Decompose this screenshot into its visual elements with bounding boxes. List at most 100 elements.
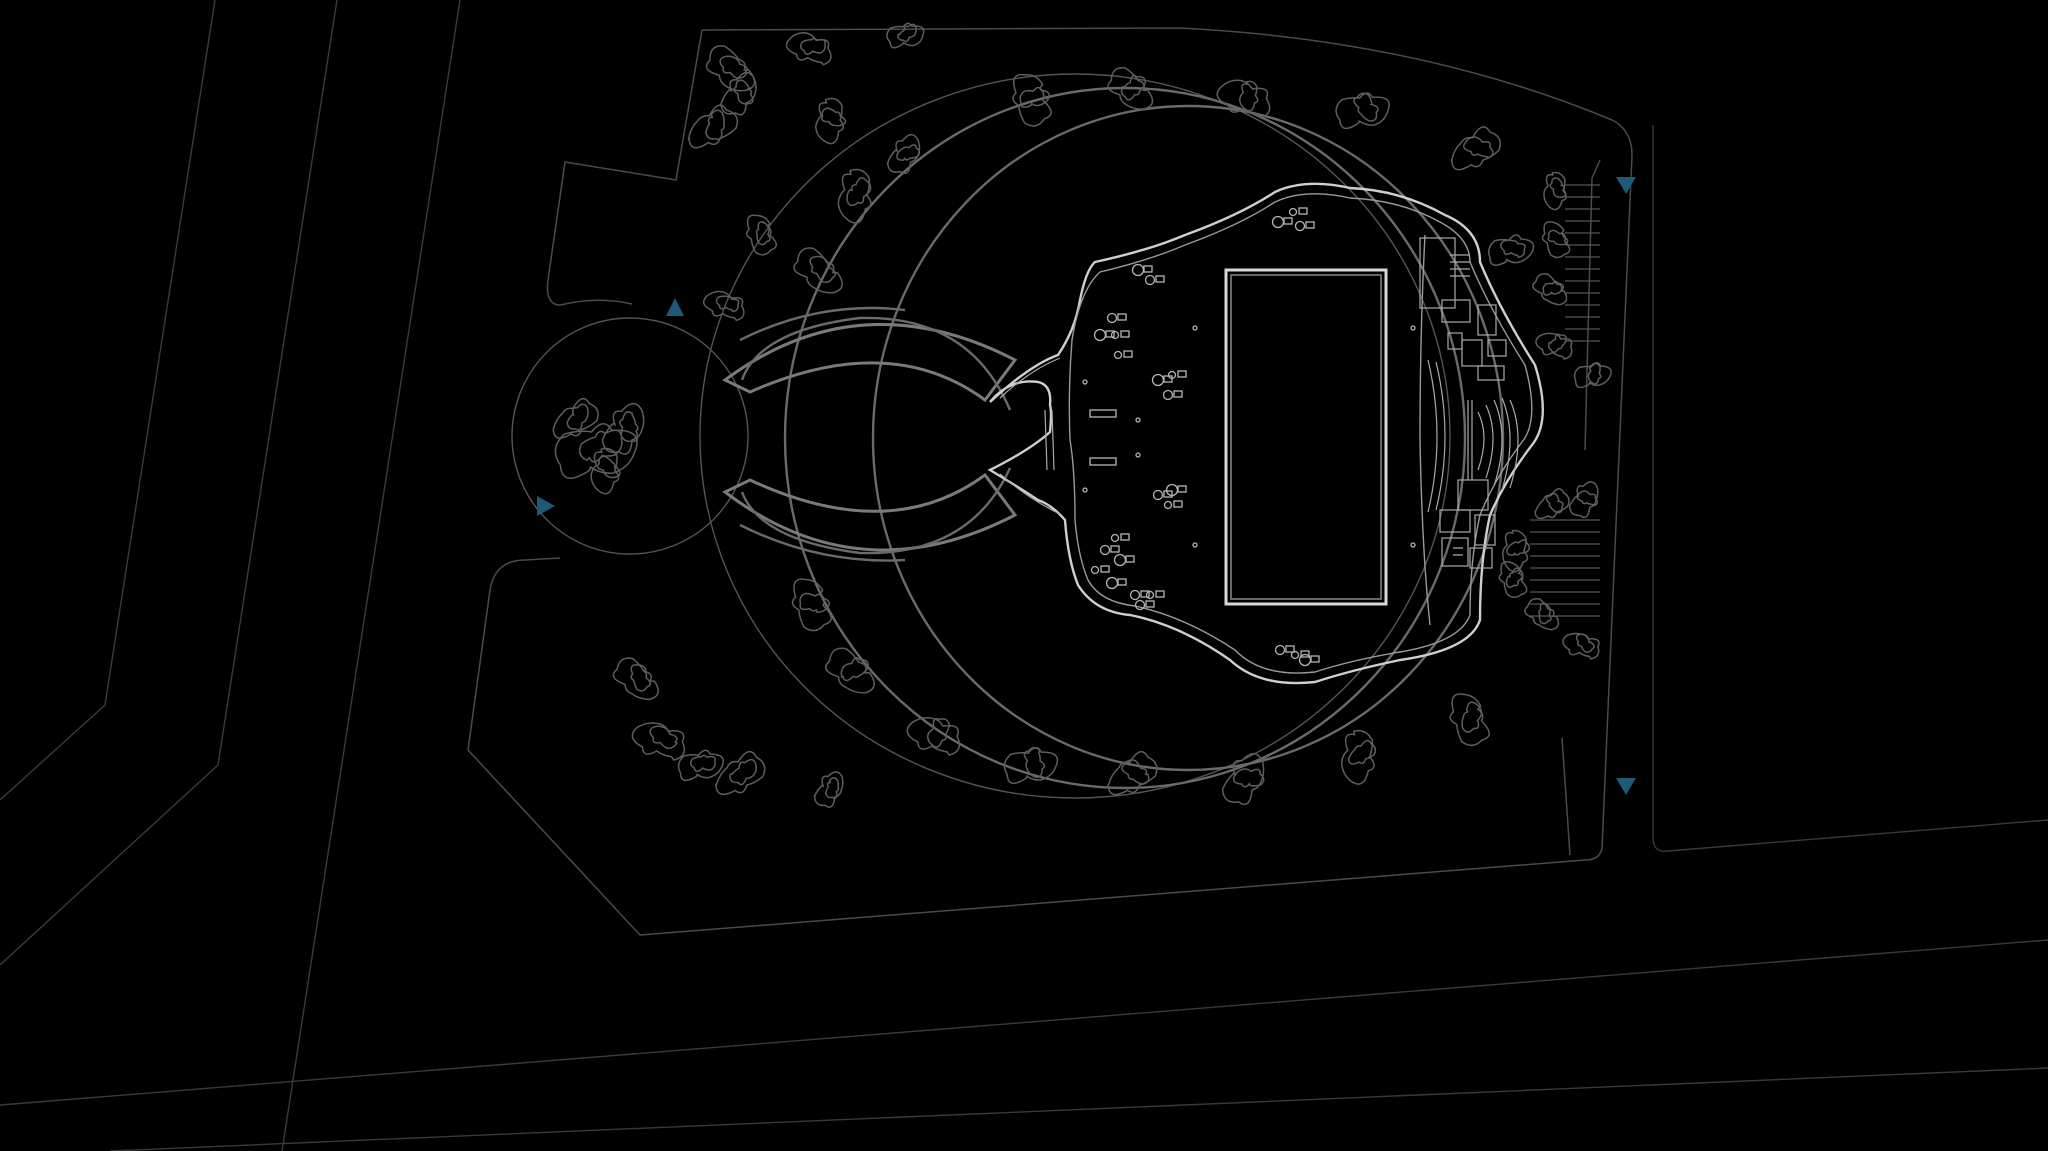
tree-symbol xyxy=(729,758,757,786)
entrance-marker xyxy=(537,496,555,516)
tree-symbol xyxy=(687,104,739,149)
tree-symbol xyxy=(1542,280,1565,296)
seat xyxy=(1288,207,1298,217)
table xyxy=(1117,578,1127,586)
tree-symbol xyxy=(554,422,638,479)
tree-symbol xyxy=(1541,221,1571,259)
tree-symbol xyxy=(1568,481,1599,519)
tree-symbol xyxy=(689,754,716,773)
table xyxy=(1120,330,1130,338)
tree-symbol xyxy=(1543,171,1567,211)
light-point xyxy=(1082,487,1088,493)
tree-symbol xyxy=(1232,768,1265,788)
tree-symbol xyxy=(552,397,599,439)
tree-symbol xyxy=(1353,92,1379,122)
bench xyxy=(1089,457,1117,466)
tree-symbol xyxy=(1587,362,1602,385)
tree-symbol xyxy=(1562,632,1600,660)
table xyxy=(1173,500,1183,508)
tree-symbol xyxy=(705,109,725,141)
tree-symbol xyxy=(715,750,766,796)
tree-symbol xyxy=(1576,490,1599,507)
seat xyxy=(1163,500,1173,510)
tree-symbol xyxy=(1238,80,1259,112)
entrance-marker xyxy=(1616,177,1636,194)
tree-symbol xyxy=(619,411,639,443)
table xyxy=(1163,490,1173,498)
seat xyxy=(1110,533,1120,543)
seat xyxy=(1290,650,1300,660)
tree-symbol xyxy=(799,592,830,613)
tree-symbol xyxy=(1498,560,1528,599)
tree-symbol xyxy=(566,403,589,431)
tree-symbol xyxy=(837,168,872,224)
seat xyxy=(1298,653,1312,667)
service-core xyxy=(1419,237,1507,569)
tree-symbol xyxy=(1121,759,1150,785)
tree-symbol xyxy=(1221,752,1265,806)
tree-symbol xyxy=(649,725,678,749)
light-point xyxy=(1410,325,1416,331)
seat xyxy=(1151,373,1165,387)
tree-symbol xyxy=(1506,539,1531,556)
table xyxy=(1110,545,1120,553)
tree-symbol xyxy=(1535,332,1573,360)
table xyxy=(1123,350,1133,358)
tree-symbol xyxy=(755,220,771,246)
tree-symbol xyxy=(1573,362,1612,389)
seat xyxy=(1274,644,1286,656)
seat xyxy=(1113,350,1123,360)
tree-symbol xyxy=(1524,598,1560,631)
bench xyxy=(1089,409,1117,418)
table xyxy=(1163,375,1173,383)
tree-symbol xyxy=(720,71,757,116)
tree-symbol xyxy=(824,776,840,799)
tree-symbol xyxy=(1505,567,1524,588)
tree-symbol xyxy=(705,45,756,92)
table xyxy=(1100,565,1110,573)
seat xyxy=(1110,330,1120,340)
table xyxy=(1177,370,1187,378)
tree-symbol xyxy=(1499,239,1526,259)
light-point xyxy=(1135,452,1141,458)
tree-symbol xyxy=(630,664,652,692)
building-outline xyxy=(987,182,1544,685)
seat xyxy=(1105,576,1119,590)
seat xyxy=(1090,565,1100,575)
entrance-marker xyxy=(1616,778,1636,795)
light-point xyxy=(1135,417,1141,423)
seat xyxy=(1134,599,1146,611)
light-point xyxy=(1082,379,1088,385)
central-pool xyxy=(1224,268,1388,606)
tree-symbol xyxy=(1335,92,1390,130)
auditorium xyxy=(1427,359,1519,513)
tree-symbol xyxy=(702,290,745,322)
table xyxy=(1155,275,1165,283)
table xyxy=(1145,600,1155,608)
table xyxy=(1120,533,1130,541)
entrance-marker xyxy=(666,298,684,316)
tree-symbol xyxy=(927,717,951,748)
tree-symbol xyxy=(1545,492,1564,514)
tree-symbol xyxy=(1488,234,1535,266)
tree-symbol xyxy=(578,429,623,463)
tree-symbol xyxy=(846,177,872,207)
tree-symbol xyxy=(1449,693,1490,747)
tree-symbol xyxy=(1549,177,1567,199)
seat xyxy=(1294,220,1306,232)
tree-symbol xyxy=(1120,74,1147,101)
trees xyxy=(552,22,1612,808)
table xyxy=(1140,590,1150,598)
seating-groups xyxy=(1082,207,1416,667)
tree-symbol xyxy=(745,214,778,256)
tree-symbol xyxy=(590,447,620,495)
tree-symbol xyxy=(1538,602,1552,625)
tree-symbol xyxy=(906,716,961,756)
table xyxy=(1310,655,1320,663)
table xyxy=(1125,555,1135,563)
tree-symbol xyxy=(1502,529,1529,573)
tree-symbol xyxy=(1461,701,1483,733)
